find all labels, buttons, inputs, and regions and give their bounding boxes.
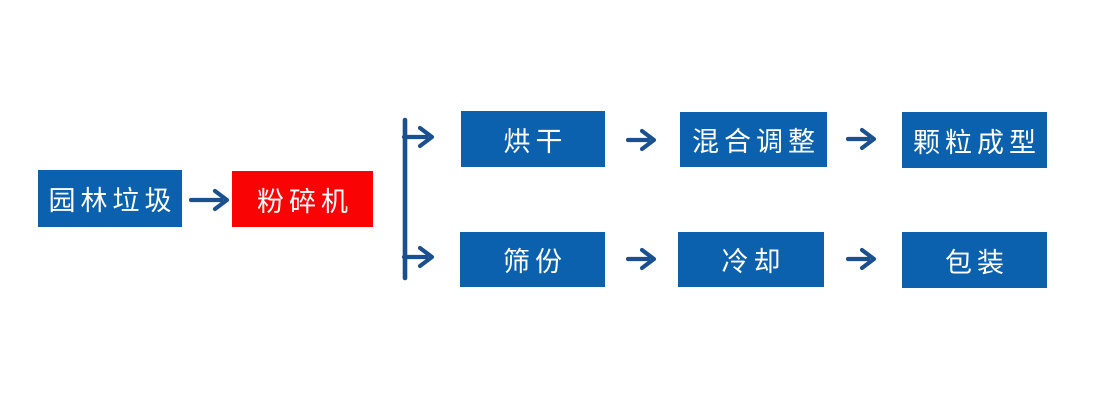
flow-node-packing: 包装 [902,232,1047,288]
arrow-right-icon [625,128,657,152]
arrow-right-icon [625,247,657,271]
arrow-right-icon [188,188,230,212]
flow-node-crusher: 粉碎机 [232,171,373,227]
flow-node-cooling: 冷却 [678,232,824,287]
arrow-right-icon [845,247,877,271]
flow-node-mixing: 混合调整 [680,112,827,167]
flow-node-sieving: 筛份 [460,232,605,287]
arrow-right-icon [845,127,877,151]
flow-node-source: 园林垃圾 [38,170,182,227]
flow-node-drying: 烘干 [461,111,605,167]
flow-node-pelletizing: 颗粒成型 [902,112,1047,168]
branch-split-icon [401,117,435,281]
